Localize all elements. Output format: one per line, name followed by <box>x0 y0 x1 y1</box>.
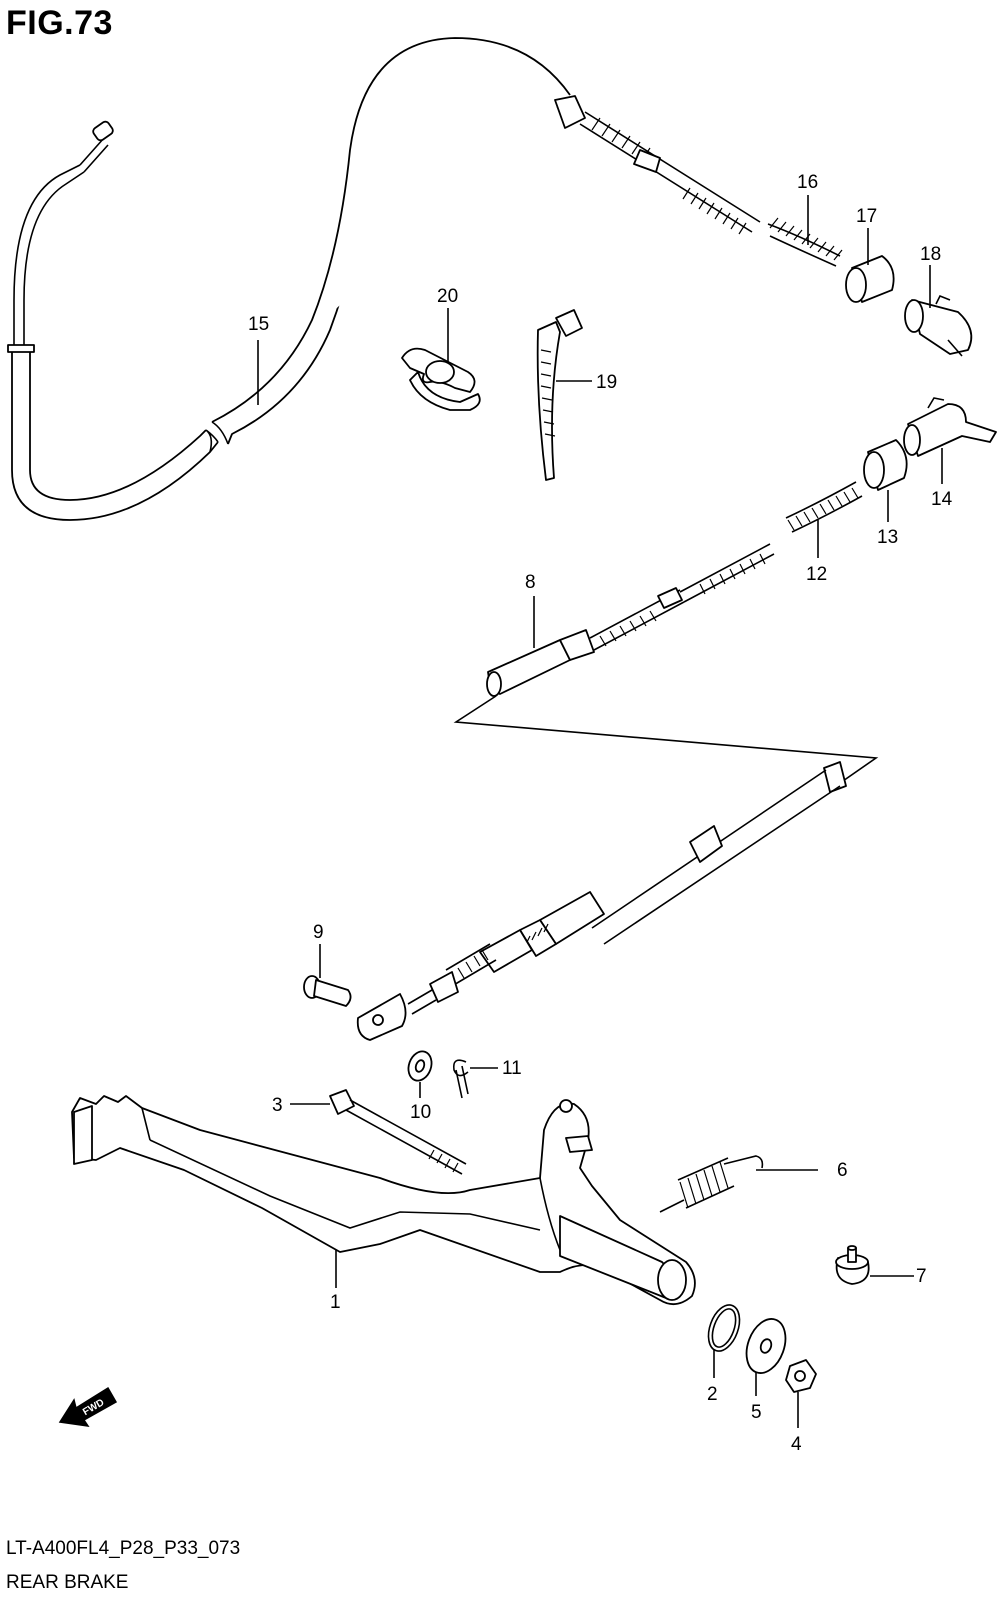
figure-code: LT-A400FL4_P28_P33_073 <box>6 1538 241 1559</box>
clevis-pin[interactable] <box>303 975 352 1007</box>
joint-lower[interactable] <box>903 397 997 457</box>
washer-small[interactable] <box>405 1048 436 1084</box>
callout-3: 3 <box>272 1095 283 1116</box>
brake-cable-upper[interactable] <box>7 37 761 521</box>
callout-6: 6 <box>837 1160 848 1181</box>
cable-tie[interactable] <box>536 309 583 481</box>
callout-9: 9 <box>313 922 324 943</box>
callout-15: 15 <box>248 314 269 335</box>
return-spring[interactable] <box>659 1155 764 1213</box>
o-ring[interactable] <box>703 1301 746 1356</box>
callout-5: 5 <box>751 1402 762 1423</box>
callout-13: 13 <box>877 527 898 548</box>
figure-title: FIG.73 <box>6 4 113 42</box>
callout-1: 1 <box>330 1292 341 1313</box>
spring-upper[interactable] <box>767 217 843 267</box>
spring-lower[interactable] <box>785 481 863 533</box>
callout-19: 19 <box>596 372 617 393</box>
cable-clamp[interactable] <box>401 347 481 411</box>
fwd-arrow-icon: FWD <box>58 1386 118 1427</box>
callout-17: 17 <box>856 206 877 227</box>
callout-7: 7 <box>916 1266 927 1287</box>
callout-4: 4 <box>791 1434 802 1455</box>
callout-2: 2 <box>707 1384 718 1405</box>
callout-10: 10 <box>410 1102 431 1123</box>
callout-20: 20 <box>437 286 458 307</box>
callout-16: 16 <box>797 172 818 193</box>
nut[interactable] <box>785 1359 817 1393</box>
collar-upper[interactable] <box>845 255 895 303</box>
collar-lower[interactable] <box>863 439 908 491</box>
pivot-bolt[interactable] <box>329 1089 467 1175</box>
callout-12: 12 <box>806 564 827 585</box>
joint-upper[interactable] <box>904 294 973 357</box>
washer-large[interactable] <box>740 1314 793 1379</box>
brake-pedal[interactable] <box>71 1095 696 1306</box>
brake-cable-lower[interactable] <box>356 543 879 1041</box>
callout-8: 8 <box>525 572 536 593</box>
cotter-pin[interactable] <box>452 1059 469 1099</box>
callout-14: 14 <box>931 489 953 510</box>
callout-18: 18 <box>920 244 941 265</box>
figure-name: REAR BRAKE <box>6 1572 129 1593</box>
stopper-bolt[interactable] <box>835 1245 870 1285</box>
callout-11: 11 <box>502 1058 522 1079</box>
